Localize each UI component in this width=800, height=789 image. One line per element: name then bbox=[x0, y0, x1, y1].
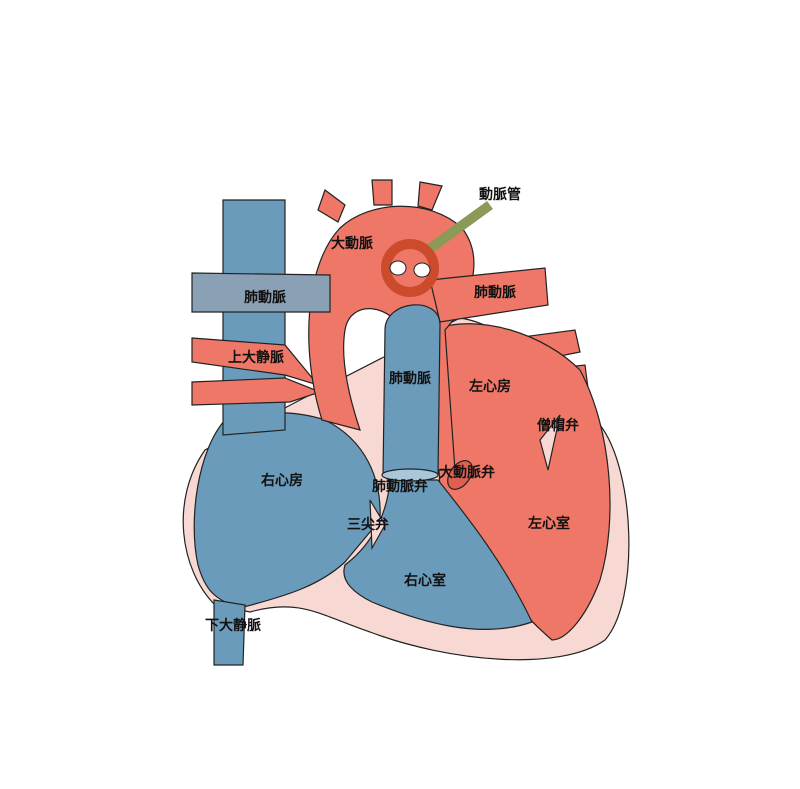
label-pulmonary-artery-right: 肺動脈 bbox=[474, 285, 516, 301]
label-tricuspid-valve: 三尖弁 bbox=[347, 517, 389, 533]
right-atrium bbox=[193, 411, 381, 609]
label-pulmonary-trunk: 肺動脈 bbox=[389, 371, 431, 387]
mitral-valve bbox=[539, 414, 561, 471]
label-aortic-valve: 大動脈弁 bbox=[439, 465, 495, 481]
label-right-ventricle: 右心室 bbox=[404, 573, 446, 589]
ductus-ring bbox=[381, 239, 439, 297]
pulmonary-artery-left bbox=[191, 272, 331, 313]
vein-branch-upper bbox=[191, 337, 320, 387]
right-ventricle bbox=[343, 479, 533, 631]
label-ductus-arteriosus: 動脈管 bbox=[479, 187, 521, 203]
aortic-valve bbox=[447, 460, 473, 490]
pulmonary-valve bbox=[381, 468, 439, 482]
label-right-atrium: 右心房 bbox=[261, 473, 303, 489]
tricuspid-valve bbox=[369, 499, 386, 551]
label-pulmonary-artery-left: 肺動脈 bbox=[244, 290, 286, 306]
label-inferior-vena-cava: 下大静脈 bbox=[205, 618, 261, 634]
label-aorta: 大動脈 bbox=[331, 236, 373, 252]
pulmonary-trunk bbox=[382, 304, 441, 476]
label-superior-vena-cava: 上大静脈 bbox=[228, 350, 284, 366]
inferior-vena-cava bbox=[213, 599, 246, 666]
aortic-branch-3 bbox=[417, 181, 443, 211]
aortic-branch-2 bbox=[371, 179, 393, 206]
label-pulmonary-valve: 肺動脈弁 bbox=[372, 479, 428, 495]
pulmonary-artery-right bbox=[429, 267, 549, 323]
ductus-arteriosus bbox=[425, 200, 493, 255]
label-mitral-valve: 僧帽弁 bbox=[537, 418, 579, 434]
label-left-ventricle: 左心室 bbox=[528, 516, 570, 532]
label-left-atrium: 左心房 bbox=[469, 379, 511, 395]
aortic-branch-1 bbox=[317, 189, 346, 223]
vein-branch-lower bbox=[191, 377, 322, 406]
